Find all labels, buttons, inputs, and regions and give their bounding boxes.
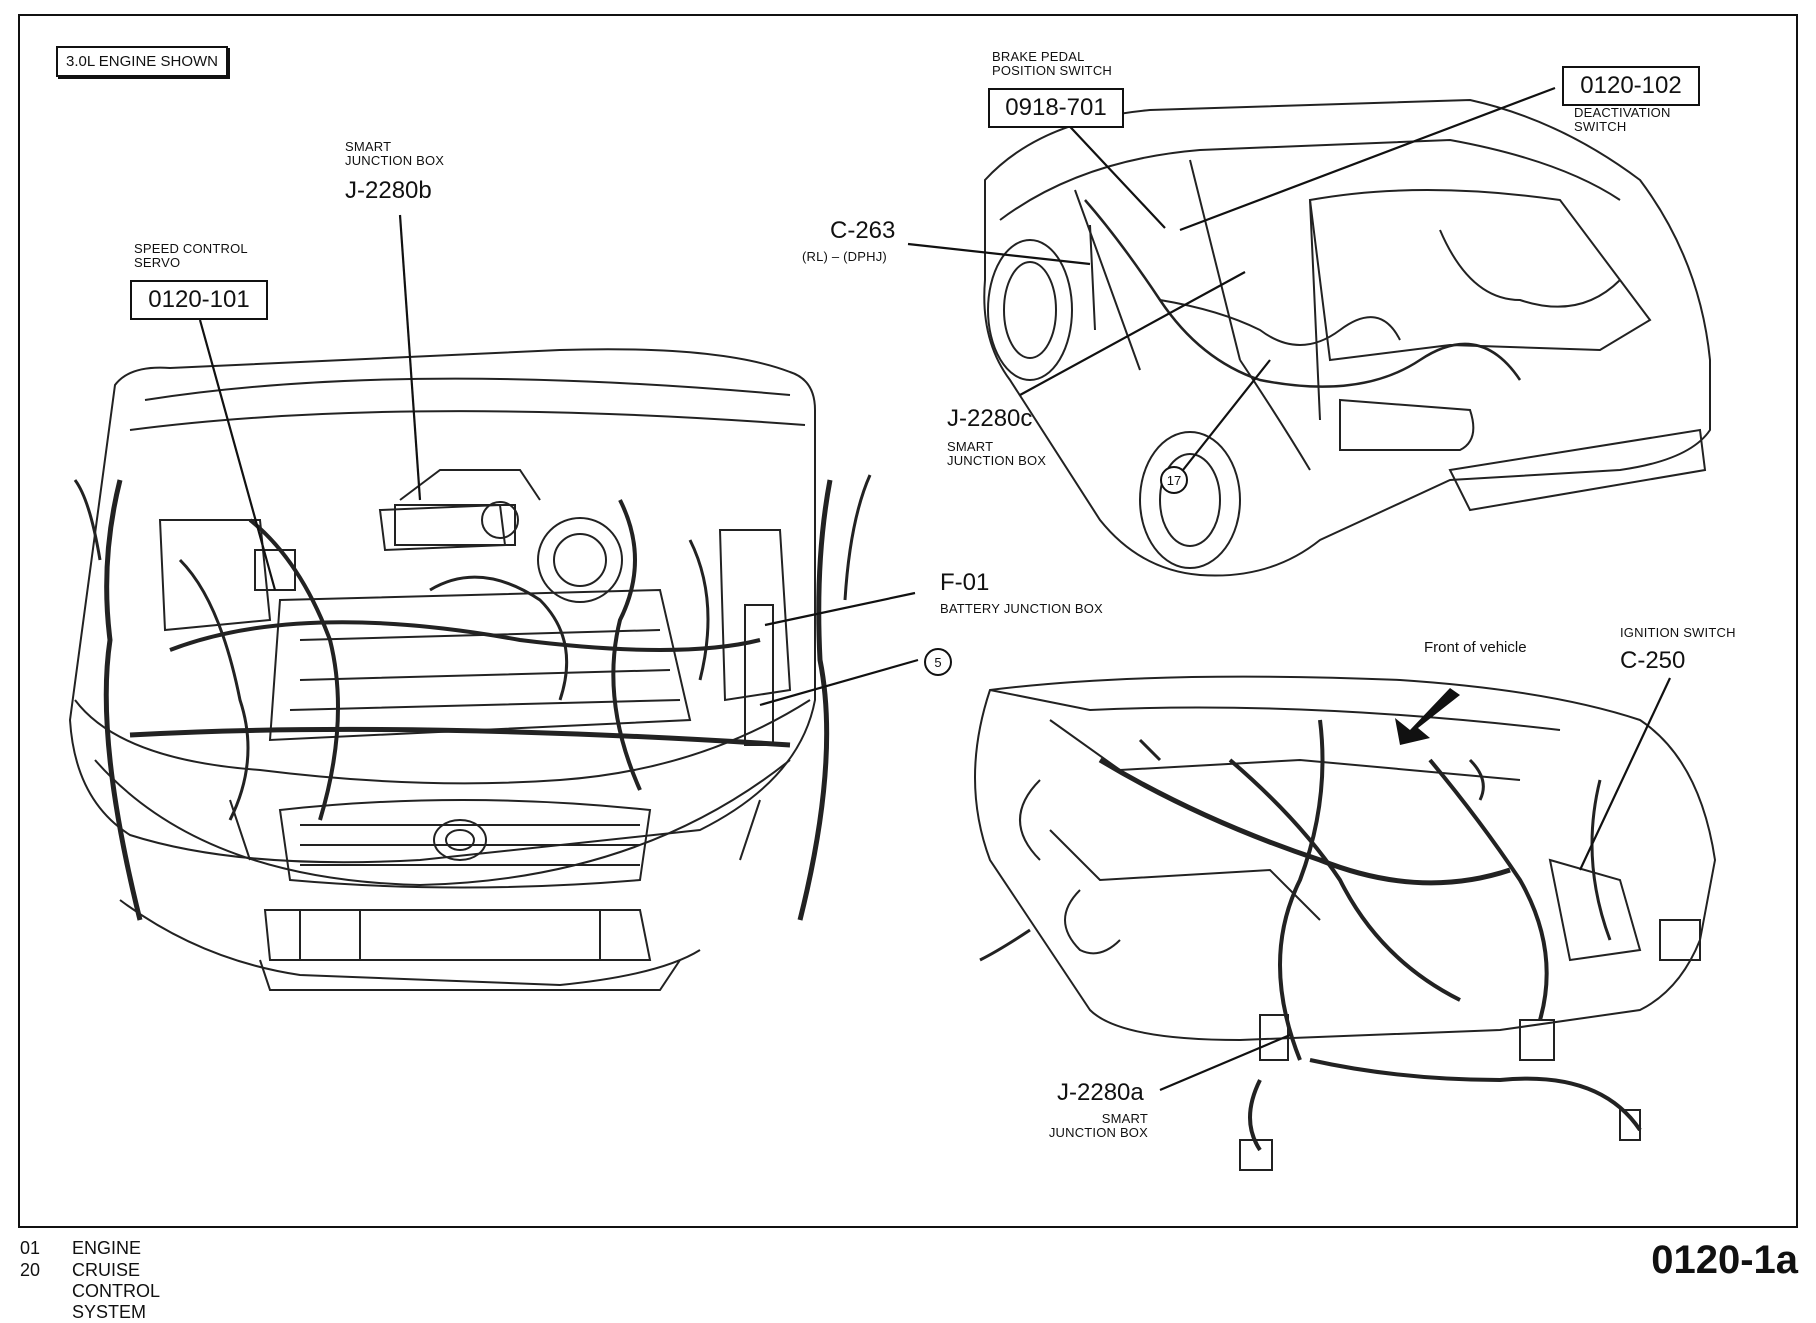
page-id: 0120-1a bbox=[1651, 1238, 1798, 1282]
sjb-a-title: SMART JUNCTION BOX bbox=[1048, 1111, 1148, 1140]
deact-code: 0120-102 bbox=[1562, 66, 1700, 106]
engine-note-box: 3.0L ENGINE SHOWN bbox=[56, 46, 228, 77]
vehicle-rear-drawing bbox=[983, 98, 1711, 577]
sjb-c-title: SMART JUNCTION BOX bbox=[947, 439, 1047, 468]
footer-row-2-num: 20 bbox=[20, 1260, 41, 1280]
footer-row-1-text: ENGINE bbox=[72, 1238, 142, 1258]
f01-title: BATTERY JUNCTION BOX bbox=[940, 601, 1103, 616]
servo-title: SPEED CONTROL SERVO bbox=[134, 241, 248, 270]
ign-code: C-250 bbox=[1620, 647, 1686, 674]
sjb-c-code: J-2280c bbox=[947, 405, 1033, 432]
footer-row-1-num: 01 bbox=[20, 1238, 41, 1258]
c263-note: (RL) – (DPHJ) bbox=[802, 249, 887, 264]
diagram-frame bbox=[18, 14, 1798, 1228]
callout-5: 5 bbox=[924, 648, 952, 676]
c263-code: C-263 bbox=[830, 217, 896, 244]
front-arrow bbox=[1395, 688, 1460, 745]
callout-17: 17 bbox=[1160, 466, 1188, 494]
footer-row-2: 20 CRUISE CONTROL SYSTEM bbox=[20, 1260, 159, 1322]
footer-row-1: 01 ENGINE bbox=[20, 1238, 141, 1259]
servo-code: 0120-101 bbox=[130, 280, 268, 320]
dashboard-drawing bbox=[974, 675, 1717, 1171]
deact-title: DEACTIVATION SWITCH bbox=[1574, 105, 1671, 134]
engine-note: 3.0L ENGINE SHOWN bbox=[66, 53, 218, 70]
ign-title: IGNITION SWITCH bbox=[1620, 625, 1736, 640]
engine-bay-drawing bbox=[68, 348, 872, 991]
sjb-b-title: SMART JUNCTION BOX bbox=[345, 139, 445, 168]
sjb-a-code: J-2280a bbox=[1057, 1079, 1144, 1106]
sjb-b-code: J-2280b bbox=[345, 177, 432, 204]
brake-title: BRAKE PEDAL POSITION SWITCH bbox=[992, 49, 1112, 78]
footer-row-2-text: CRUISE CONTROL SYSTEM bbox=[72, 1260, 160, 1322]
f01-code: F-01 bbox=[940, 569, 990, 596]
front-of-vehicle-label: Front of vehicle bbox=[1424, 639, 1527, 656]
brake-code: 0918-701 bbox=[988, 88, 1124, 128]
leader-lines bbox=[198, 86, 1671, 1092]
